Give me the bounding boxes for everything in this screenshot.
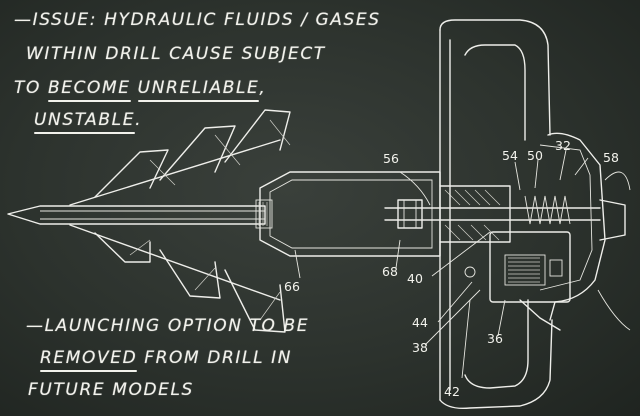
note-top-period: . [135, 110, 143, 130]
note-bottom-removed: REMOVED [40, 348, 138, 368]
label-66: 66 [284, 279, 300, 294]
note-bottom-line-3: FUTURE MODELS [28, 380, 194, 400]
note-bottom-line-1: —LAUNCHING OPTION TO BE [26, 316, 310, 336]
note-top-space [131, 78, 138, 98]
note-top-line-2: WITHIN DRILL CAUSE SUBJECT [26, 44, 326, 64]
note-top-line-4: UNSTABLE. [34, 110, 142, 130]
label-50: 50 [527, 148, 543, 163]
label-32: 32 [555, 138, 571, 153]
label-40: 40 [407, 271, 423, 286]
label-36: 36 [487, 331, 503, 346]
label-58: 58 [603, 150, 619, 165]
note-bottom-line-2: REMOVED FROM DRILL IN [40, 348, 292, 368]
note-bottom-from-drill: FROM DRILL IN [137, 348, 293, 368]
note-top-comma: , [259, 78, 267, 98]
note-top-line-1: —ISSUE: HYDRAULIC FLUIDS / GASES [14, 10, 381, 30]
label-44: 44 [412, 315, 428, 330]
note-top-line-3: TO BECOME UNRELIABLE, [14, 78, 266, 98]
label-38: 38 [412, 340, 428, 355]
label-56: 56 [383, 151, 399, 166]
note-top-unstable: UNSTABLE [34, 110, 136, 130]
label-54: 54 [502, 148, 518, 163]
label-68: 68 [382, 264, 398, 279]
label-42: 42 [444, 384, 460, 399]
note-top-become: BECOME [47, 78, 131, 98]
note-top-unreliable: UNRELIABLE [137, 78, 260, 98]
note-top-to: TO [14, 78, 48, 98]
